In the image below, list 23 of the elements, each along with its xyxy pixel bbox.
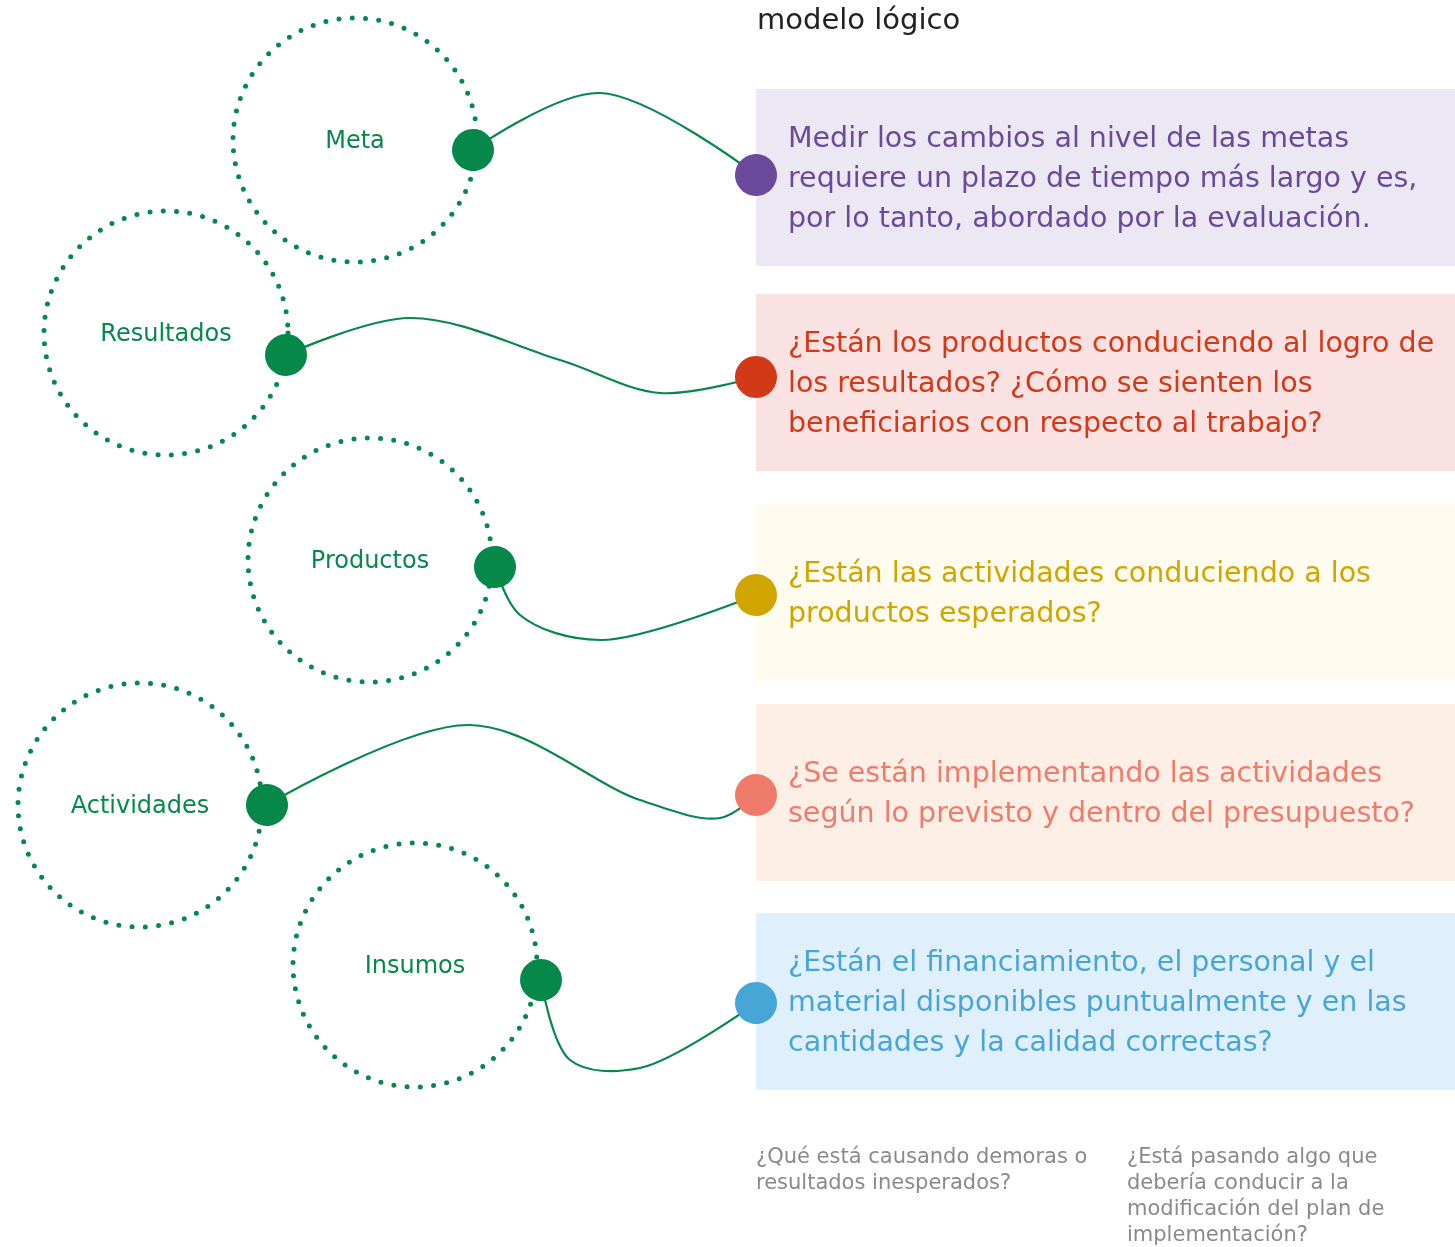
connector [246, 723, 777, 826]
question-text: ¿Están las actividades conduciendo a los productos esperados? [788, 554, 1372, 631]
question-panel [756, 704, 1455, 881]
question-text: Medir los cambios al nivel de las metas requiere un plazo de tiempo más largo y es, por lo tanto, abordado por la evaluación. [788, 119, 1419, 236]
question-panel [756, 504, 1455, 681]
connector [452, 91, 777, 196]
connector [265, 316, 777, 398]
question-panel [756, 913, 1455, 1090]
question-text: ¿Están los productos conduciendo al logro de los resultados? ¿Cómo se sienten los beneficiarios con respecto al trabajo? [788, 324, 1435, 441]
note-text: ¿Qué está causando demoras o resultados inesperados? [756, 1143, 1089, 1195]
question-panel [756, 294, 1455, 471]
question-panel [756, 89, 1455, 266]
circle-label: Actividades [69, 791, 211, 819]
connector [520, 959, 777, 1073]
question-text: ¿Se están implementando las actividades según lo previsto y dentro del presupuesto? [788, 754, 1416, 831]
circle-label: Productos [309, 546, 431, 574]
circle-label: Resultados [99, 319, 233, 347]
note-text: ¿Está pasando algo que debería conducir a la modificación del plan de implementación? [1127, 1143, 1386, 1247]
circle-label: Insumos [363, 951, 467, 979]
question-text: ¿Están el financiamiento, el personal y el material disponibles puntualmente y en las cantidades y la calidad correctas? [788, 943, 1408, 1060]
diagram-title: modelo lógico [757, 2, 961, 36]
circle-label: Meta [324, 126, 386, 154]
connector [474, 546, 777, 642]
